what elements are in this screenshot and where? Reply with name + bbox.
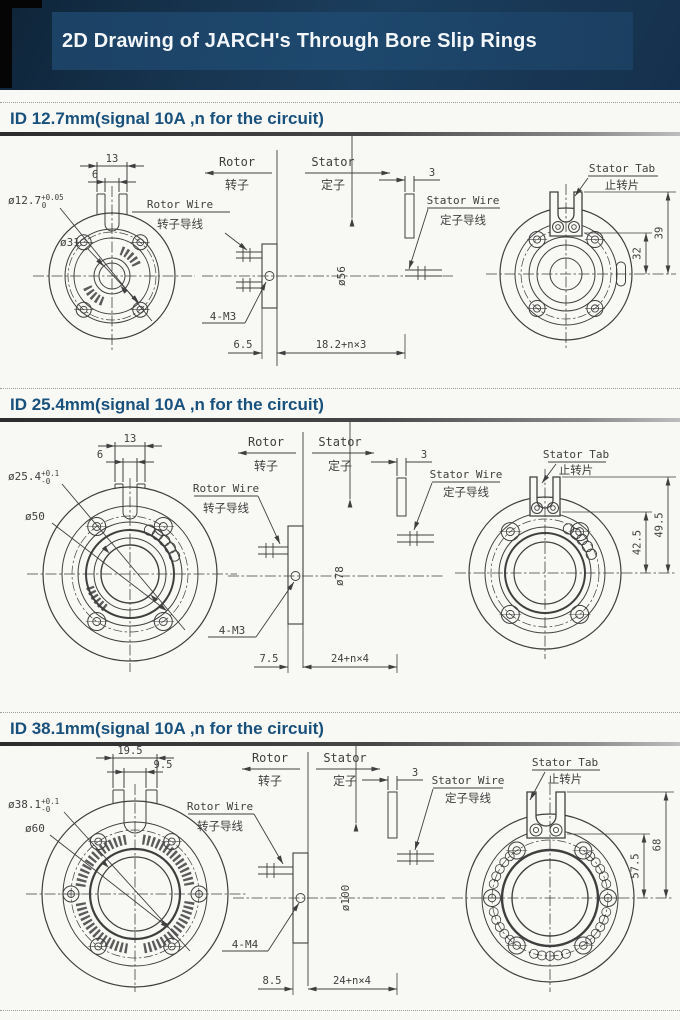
drawing-sections: ID 12.7mm(signal 10A ,n for the circuit)… — [0, 102, 680, 998]
dimension-label: 6 — [92, 169, 98, 181]
banner-title-box: 2D Drawing of JARCH's Through Bore Slip … — [52, 12, 633, 70]
stator-tab-label: Stator Tab — [543, 448, 609, 461]
dimension-label: 19.5 — [117, 746, 142, 757]
rotor-wire-label-cn: 转子导线 — [203, 501, 249, 515]
dimension-label: 9.5 — [154, 759, 173, 771]
stator-label-cn: 定子 — [321, 177, 345, 192]
banner-top-decoration — [0, 0, 42, 8]
section-3: ID 38.1mm(signal 10A ,n for the circuit)… — [0, 712, 680, 998]
dimension-label: 68 — [652, 839, 664, 852]
dimension-label: 57.5 — [630, 853, 642, 878]
bore-diameter-label: ø38.1+0.1-0 — [8, 797, 59, 814]
stator-wire-label: Stator Wire — [427, 194, 500, 207]
rear-view: 42.5 49.5 Stator Tab 止转片 Stator Wire 定子导线 — [413, 448, 676, 659]
dimension-label: 6 — [97, 449, 103, 461]
screws-label: 4-M4 — [232, 938, 259, 951]
dimension-label: 39 — [654, 227, 666, 240]
stator-label: Stator — [311, 155, 354, 169]
stator-label: Stator — [318, 435, 361, 449]
dimension-label: 49.5 — [654, 512, 666, 537]
stator-tab-label-cn: 止转片 — [605, 178, 640, 192]
dimension-label: 24+n×4 — [331, 653, 369, 665]
body-diameter-label: ø78 — [333, 566, 346, 586]
dimension-label: 6.5 — [234, 339, 253, 351]
section-separator — [0, 712, 680, 713]
rear-view: 57.5 68 Stator Tab 止转片 Stator Wire 定子导线 — [414, 756, 674, 992]
rotor-label-cn: 转子 — [225, 177, 249, 192]
stator-wire-label: Stator Wire — [432, 774, 505, 787]
section-heading-underline — [0, 418, 680, 422]
screws-label: 4-M3 — [210, 310, 237, 323]
body-diameter-label: ø56 — [335, 266, 348, 286]
stator-wire-label-cn: 定子导线 — [445, 791, 491, 805]
rotor-wire-label: Rotor Wire — [187, 800, 253, 813]
dimension-label: 42.5 — [632, 530, 644, 555]
screws-label: 4-M3 — [219, 624, 246, 637]
dimension-label: 24+n×4 — [333, 975, 371, 987]
body-diameter-label: ø100 — [339, 885, 352, 912]
outer-diameter-label: ø31 — [60, 236, 80, 249]
dimension-label: 3 — [421, 449, 427, 461]
technical-drawing-3: 19.59.5ø38.1+0.1-0ø60Rotor转子Stator定子3Rot… — [8, 746, 674, 995]
dimension-label: 13 — [124, 433, 137, 445]
section-heading: ID 12.7mm(signal 10A ,n for the circuit) — [10, 109, 324, 128]
stator-tab-label: Stator Tab — [589, 162, 655, 175]
section-2: ID 25.4mm(signal 10A ,n for the circuit)… — [0, 388, 680, 700]
rotor-label-cn: 转子 — [254, 458, 278, 473]
front-view: 13 6 ø25.4+0.1-0 ø50 — [8, 433, 237, 672]
stator-wire-label-cn: 定子导线 — [440, 213, 486, 227]
section-heading-underline — [0, 742, 680, 746]
rotor-wire-label-cn: 转子导线 — [157, 217, 203, 231]
bottom-separator — [0, 1010, 680, 1011]
stator-label: Stator — [323, 751, 366, 765]
front-view: 19.5 9.5 ø38.1+0.1-0 ø60 — [8, 746, 248, 992]
rear-view: 32 39 Stator Tab 止转片 Stator Wire 定子导线 — [408, 162, 676, 350]
stator-wire-label: Stator Wire — [430, 468, 503, 481]
outer-diameter-label: ø50 — [25, 510, 45, 523]
outer-diameter-label: ø60 — [25, 822, 45, 835]
section-heading: ID 25.4mm(signal 10A ,n for the circuit) — [10, 395, 324, 414]
banner: 2D Drawing of JARCH's Through Bore Slip … — [0, 0, 680, 90]
rotor-label-cn: 转子 — [258, 773, 282, 788]
rotor-wire-label: Rotor Wire — [193, 482, 259, 495]
section-1: ID 12.7mm(signal 10A ,n for the circuit)… — [0, 102, 680, 376]
dimension-label: 8.5 — [263, 975, 282, 987]
dimension-label: 3 — [412, 767, 418, 779]
dimension-label: 13 — [106, 153, 119, 165]
section-separator — [0, 102, 680, 103]
section-heading-underline — [0, 132, 680, 136]
rotor-wire-label: Rotor Wire — [147, 198, 213, 211]
dimension-label: 18.2+n×3 — [316, 339, 367, 351]
stator-wire-label-cn: 定子导线 — [443, 485, 489, 499]
stator-tab-label: Stator Tab — [532, 756, 598, 769]
section-separator — [0, 388, 680, 389]
stator-label-cn: 定子 — [333, 773, 357, 788]
dimension-label: 3 — [429, 167, 435, 179]
rotor-label: Rotor — [248, 435, 284, 449]
rotor-label: Rotor — [219, 155, 255, 169]
stator-tab-label-cn: 止转片 — [559, 463, 594, 477]
section-heading: ID 38.1mm(signal 10A ,n for the circuit) — [10, 719, 324, 738]
rotor-label: Rotor — [252, 751, 288, 765]
rotor-wire-label-cn: 转子导线 — [197, 819, 243, 833]
bore-diameter-label: ø25.4+0.1-0 — [8, 469, 59, 486]
stator-label-cn: 定子 — [328, 458, 352, 473]
dimension-label: 7.5 — [260, 653, 279, 665]
banner-corner-decoration — [0, 0, 12, 88]
dimension-label: 32 — [632, 247, 644, 260]
stator-tab-label-cn: 止转片 — [548, 772, 583, 786]
page-title: 2D Drawing of JARCH's Through Bore Slip … — [62, 29, 537, 52]
